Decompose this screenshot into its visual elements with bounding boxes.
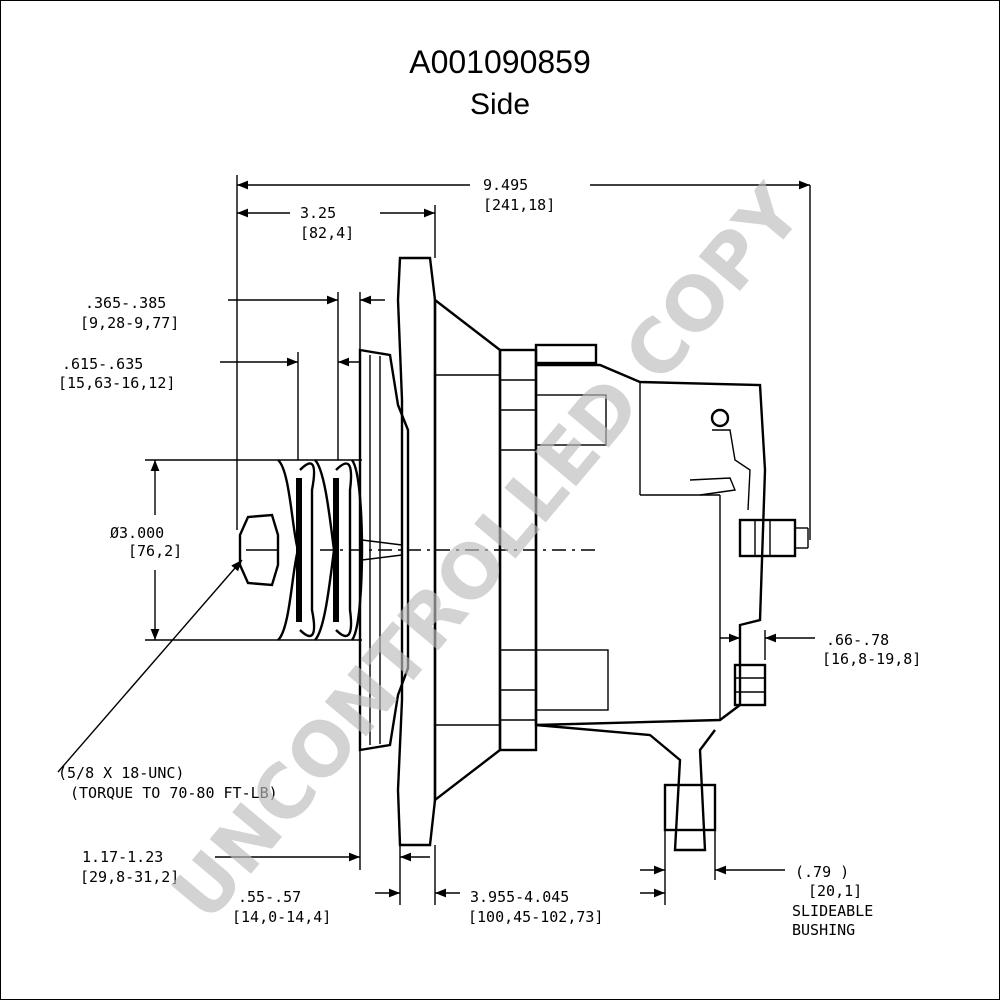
pulley-groove-a-inch: .365-.385 (85, 294, 166, 312)
alternator-body (238, 256, 809, 852)
output-terminal-stud (738, 518, 797, 558)
pulley-diameter-mm: [76,2] (128, 542, 182, 560)
terminal-offset-inch: .66-.78 (826, 631, 889, 649)
mounting-foot (535, 723, 716, 852)
mount-distance-mm: [100,45-102,73] (468, 908, 603, 926)
shaft-nut (238, 513, 280, 587)
dimension-lines (57, 175, 815, 905)
rear-housing (534, 363, 767, 727)
flange-thickness-mm: [14,0-14,4] (232, 908, 331, 926)
shaft-thread-spec: (5/8 X 18-UNC) (58, 764, 184, 782)
front-flange (396, 256, 437, 847)
overall-length-inch: 9.495 (483, 176, 528, 194)
pulley-groove-b-inch: .615-.635 (62, 355, 143, 373)
mount-distance-inch: 3.955-4.045 (470, 888, 569, 906)
bushing-label-bushing: BUSHING (792, 921, 855, 939)
drawing-title: A001090859 (409, 44, 591, 80)
dimension-labels: 9.495 [241,18] 3.25 [82,4] .365-.385 [9,… (58, 176, 921, 939)
ground-terminal (733, 663, 767, 707)
regulator-cover (534, 343, 598, 365)
bushing-label-slideable: SLIDEABLE (792, 902, 873, 920)
hub-depth-inch: 1.17-1.23 (82, 848, 163, 866)
front-to-flange-inch: 3.25 (300, 204, 336, 222)
shaft-thread-torque: (TORQUE TO 70-80 FT-LB) (70, 784, 278, 802)
pulley-diameter-inch: Ø3.000 (110, 524, 164, 542)
drawing-subtitle: Side (469, 88, 531, 121)
overall-length-mm: [241,18] (483, 196, 555, 214)
hub-depth-mm: [29,8-31,2] (80, 868, 179, 886)
bushing-inch: (.79 ) (795, 863, 849, 881)
pulley-groove-a-mm: [9,28-9,77] (80, 314, 179, 332)
terminal-offset-mm: [16,8-19,8] (822, 650, 921, 668)
pulley-groove-b-mm: [15,63-16,12] (58, 374, 175, 392)
front-to-flange-mm: [82,4] (300, 224, 354, 242)
slideable-bushing (663, 783, 717, 832)
terminal-eye (710, 408, 730, 428)
flange-thickness-inch: .55-.57 (238, 888, 301, 906)
bushing-mm: [20,1] (808, 882, 862, 900)
